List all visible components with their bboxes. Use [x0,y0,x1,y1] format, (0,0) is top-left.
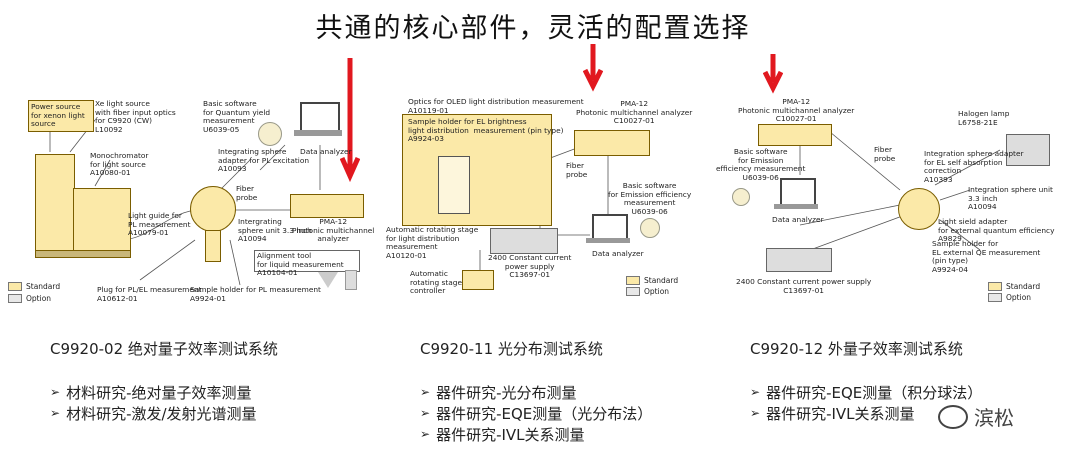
pma12-label: PMA-12 Photonic multichannel analyzer C1… [576,99,693,126]
basic-software-label: Basic software for Emission efficiency m… [716,147,806,182]
pma12-label: PMA-12 Photonic multichannel analyzer C1… [738,97,855,124]
fiber-probe-label: Fiber probe [566,161,588,179]
current-supply-unit [766,248,832,272]
current-supply-unit [490,228,558,254]
panel-c9920-11: Optics for OLED light distribution measu… [380,90,692,305]
legend-option: Option [626,287,669,296]
power-source-box: Power source for xenon light source [28,100,94,132]
stage-controller-label: Automatic rotating stage controller [410,269,463,296]
watermark: 滨松 [938,402,1014,431]
panel3-connectors [799,131,1001,251]
system-title-c9920-12: C9920-12 外量子效率测试系统 [750,340,963,358]
red-arrow-3 [763,54,783,94]
liquid-bottle-icon [345,270,357,290]
monochromator-body [73,188,131,252]
data-analyzer-label: Data analyzer [592,249,644,258]
monochromator-base [35,250,131,258]
pma12-unit [758,124,832,146]
laptop-icon [780,178,816,206]
bullet-list-3: ➢器件研究-EQE测量（积分球法） ➢器件研究-IVL关系测量 [750,382,982,424]
page-title: 共通的核心部件，灵活的配置选择 [315,13,751,44]
laptop-icon [300,102,340,132]
xe-light-label: Xe light source with fiber input optics … [95,99,176,134]
software-disc-icon [732,188,750,206]
monochromator-label: Monochromator for light source A10080-01 [90,151,149,178]
panel-c9920-02: Power source for xenon light source Xe l… [0,90,374,320]
legend-option: Option [988,293,1031,302]
plug-label: Plug for PL/EL measurement A10612-01 [97,285,202,303]
data-analyzer-label: Data analyzer [300,147,352,156]
arrow-bullet-icon: ➢ [750,385,761,399]
halogen-label: Halogen lamp L6758-21E [958,109,1010,127]
panel-c9920-12: PMA-12 Photonic multichannel analyzer C1… [710,90,1060,305]
laptop-base [294,130,342,136]
sample-holder-label: Sample holder for EL external QE measure… [932,239,1041,274]
arrow-bullet-icon: ➢ [50,385,61,399]
system-title-c9920-02: C9920-02 绝对量子效率测试系统 [50,340,278,358]
optics-oled-label: Optics for OLED light distribution measu… [408,97,584,115]
legend-standard: Standard [8,282,60,291]
software-disc-icon [640,218,660,238]
bullet-list-2: ➢器件研究-光分布测量 ➢器件研究-EQE测量（光分布法） ➢器件研究-IVL关… [420,382,652,445]
list-item: ➢材料研究-激发/发射光谱测量 [50,405,257,423]
sample-holder-el-label: Sample holder for EL brightness light di… [408,117,564,144]
red-arrow-1 [340,58,360,183]
basic-software-label: Basic software for Emission efficiency m… [608,181,692,216]
data-analyzer-label: Data analyzer [772,215,824,224]
pma12-label: PMA-12 Photonic multichannel analyzer [292,217,375,244]
current-supply-label: 2400 Constant current power supply C1369… [736,277,872,295]
laptop-base [586,238,630,243]
list-item: ➢材料研究-绝对量子效率测量 [50,384,252,402]
light-shield-label: Light sield adapter for external quantum… [938,217,1055,244]
xe-lamp-housing [35,154,75,252]
legend-option: Option [8,294,51,303]
light-guide-label: Light guide for PL measurement A10079-01 [128,211,191,238]
wechat-icon [938,404,968,429]
arrow-bullet-icon: ➢ [420,385,431,399]
list-item: ➢器件研究-EQE测量（光分布法） [420,405,653,423]
laptop-icon [592,214,628,240]
legend-standard: Standard [988,282,1040,291]
list-item: ➢器件研究-IVL关系测量 [420,426,585,444]
integrating-sphere-icon [190,186,236,232]
stage-controller-unit [462,270,494,290]
sphere-stand [205,230,221,262]
arrow-bullet-icon: ➢ [750,406,761,420]
goniometer-icon [438,156,470,214]
sphere-unit-label: Integration sphere unit 3.3 inch A10094 [968,185,1053,212]
fiber-probe-label: Fiber probe [874,145,896,163]
integrating-adapter-label: Integrating sphere adapter for PL excita… [218,147,310,174]
alignment-funnel-icon [318,272,338,288]
bullet-list-1: ➢材料研究-绝对量子效率测量 ➢材料研究-激发/发射光谱测量 [50,382,257,424]
sample-holder-label: Sample holder for PL measurement A9924-0… [190,285,321,303]
list-item: ➢器件研究-IVL关系测量 [750,405,915,423]
list-item: ➢器件研究-光分布测量 [420,384,577,402]
alignment-tool-box: Alignment tool for liquid measurement A1… [254,250,360,277]
laptop-base [774,204,818,209]
basic-software-label: Basic software for Quantum yield measure… [203,99,271,134]
current-supply-label: 2400 Constant current power supply C1369… [488,253,572,280]
pma12-unit [574,130,650,156]
integrating-sphere-label: Intergrating sphere unit 3.3 inch A10094 [238,217,312,244]
pma12-unit [290,194,364,218]
arrow-bullet-icon: ➢ [50,406,61,420]
legend-standard: Standard [626,276,678,285]
integration-sphere-icon [898,188,940,230]
fiber-probe-label: Fiber probe [236,184,258,202]
sphere-adapter-label: Integration sphere adapter for EL self a… [924,149,1024,184]
red-arrow-2 [583,44,603,92]
arrow-bullet-icon: ➢ [420,427,431,441]
oled-dark-box [402,114,552,226]
halogen-lamp-unit [1006,134,1050,166]
system-title-c9920-11: C9920-11 光分布测试系统 [420,340,603,358]
rotating-stage-label: Automatic rotating stage for light distr… [386,225,479,260]
list-item: ➢器件研究-EQE测量（积分球法） [750,384,983,402]
arrow-bullet-icon: ➢ [420,406,431,420]
software-disc-icon [258,122,282,146]
